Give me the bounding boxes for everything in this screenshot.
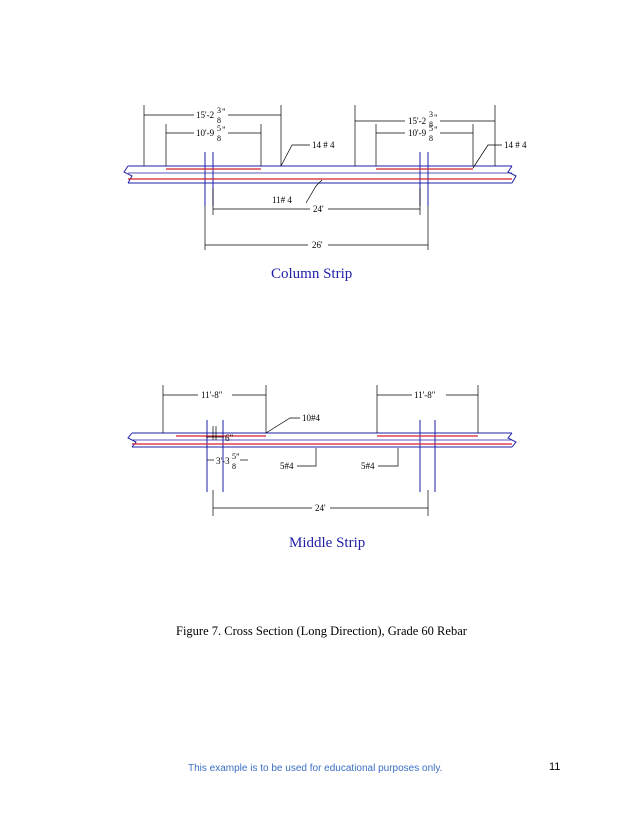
inch-mark: " (236, 452, 240, 462)
dim-10-9-left: 10'-9 (196, 128, 215, 138)
column-strip-slab (123, 165, 517, 184)
dim-15-2-left: 15'-2 (196, 110, 214, 120)
frac-num-left-2: 5 (217, 124, 221, 133)
column-strip-rebar (128, 168, 512, 180)
inch-mark: " (434, 125, 438, 135)
middle-strip-title: Middle Strip (289, 535, 365, 551)
footer-note: This example is to be used for education… (188, 763, 443, 774)
page-number: 11 (549, 761, 561, 773)
dim-3-3: 3'-3 (216, 456, 230, 466)
dim-15-2-right: 15'-2 (408, 116, 426, 126)
bottom-bars-left-label: 5#4 (280, 461, 294, 471)
frac-den-right-2: 8 (429, 134, 433, 143)
frac-den-left: 8 (217, 116, 221, 125)
dim-11-8-right: 11'-8" (414, 390, 436, 400)
column-strip-dimensions (143, 105, 502, 250)
figure-caption: Figure 7. Cross Section (Long Direction)… (176, 624, 467, 638)
column-strip-section: 15'-2 3 8 " 10'-9 5 8 " 15'-2 3 8 " 10'-… (123, 105, 527, 282)
dim-24-column: 24' (313, 204, 324, 214)
inch-mark: " (434, 113, 438, 123)
dim-11-8-left: 11'-8" (201, 390, 223, 400)
dim-24-middle: 24' (315, 503, 326, 513)
inch-mark: " (222, 125, 226, 135)
dim-26-column: 26' (312, 240, 323, 250)
dim-10-9-right: 10'-9 (408, 128, 427, 138)
frac-num-middle: 5 (232, 452, 236, 461)
bottom-bars-right-label: 5#4 (361, 461, 375, 471)
frac-den-left-2: 8 (217, 134, 221, 143)
middle-strip-dimensions (162, 385, 479, 516)
inch-mark: " (222, 107, 226, 117)
frac-num-right-2: 5 (429, 124, 433, 133)
top-bars-right-label: 14 # 4 (504, 140, 527, 150)
dim-6-inch: 6" (225, 433, 234, 443)
frac-den-middle: 8 (232, 462, 236, 471)
frac-num-left: 3 (217, 106, 221, 115)
frac-den-right: 8 (429, 120, 433, 129)
top-bars-mid-label: 14 # 4 (312, 140, 335, 150)
middle-strip-columns (206, 420, 436, 492)
middle-strip-section: 11'-8" 11'-8" 10#4 6" 3'-3 5 8 " 5#4 5#4… (127, 385, 517, 551)
frac-num-right: 3 (429, 110, 433, 119)
bottom-bars-label: 11# 4 (272, 195, 292, 205)
top-bars-label: 10#4 (302, 413, 321, 423)
column-strip-title: Column Strip (271, 266, 352, 282)
middle-strip-rebar (132, 435, 512, 445)
